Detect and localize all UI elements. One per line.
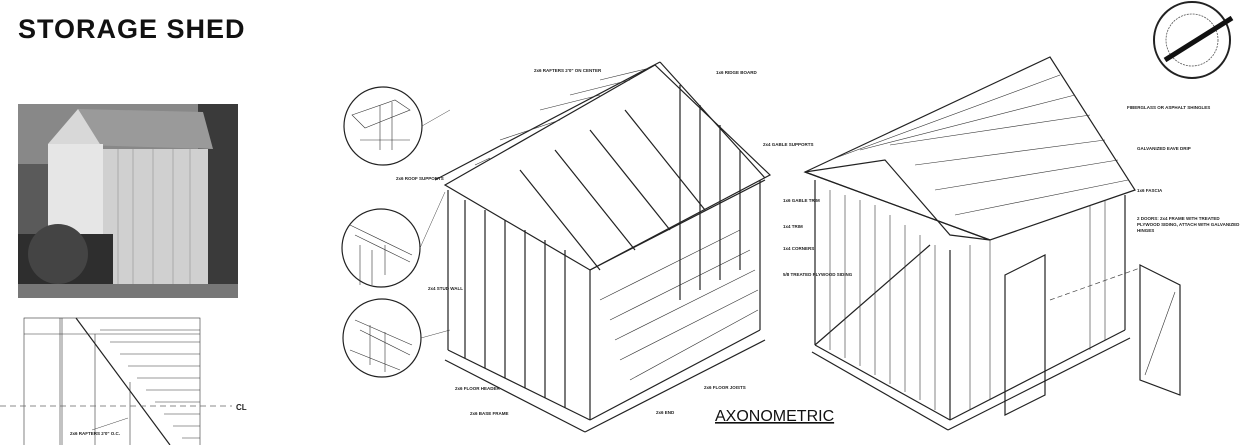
centerline-mark: CL — [236, 403, 247, 412]
label-rafters: 2x6 RAFTERS 2'0" ON CENTER — [534, 68, 602, 73]
detail-circle-base — [342, 298, 451, 378]
southern-pine-logo — [1153, 1, 1234, 79]
detail-circle-eave — [341, 191, 446, 288]
label-end: 2x6 END — [656, 410, 675, 415]
open-door — [1004, 254, 1046, 416]
finished-shed-axonometric: FIBERGLASS OR ASPHALT SHINGLES GALVANIZE… — [783, 56, 1240, 431]
shed-photo — [18, 104, 238, 298]
label-floor-header: 2x6 FLOOR HEADER — [455, 386, 501, 391]
view-label: AXONOMETRIC — [715, 408, 834, 425]
label-eave-drip: GALVANIZED EAVE DRIP — [1137, 146, 1191, 151]
label-gable-trim: 1x6 GABLE TRIM — [783, 198, 820, 203]
label-doors: 2 DOORS: 2x4 FRAME WITH TREATED PLYWOOD … — [1137, 216, 1240, 233]
label-stud-wall: 2x4 STUD WALL — [428, 286, 463, 291]
label-siding: 5/8 TREATED PLYWOOD SIDING — [783, 272, 853, 277]
label-gable-supports: 2x4 GABLE SUPPORTS — [763, 142, 814, 147]
label-base-frame: 2x6 BASE FRAME — [470, 411, 509, 416]
page-title: STORAGE SHED — [18, 14, 246, 44]
label-trim: 1x4 TRIM — [783, 224, 803, 229]
elevation-drawing: CL 2x6 RAFTERS 2'0" O.C. — [0, 317, 247, 445]
label-shingles: FIBERGLASS OR ASPHALT SHINGLES — [1127, 105, 1210, 110]
label-fascia: 1x6 FASCIA — [1137, 188, 1163, 193]
detached-door — [1139, 264, 1181, 396]
label-corners: 1x4 CORNERS — [783, 246, 814, 251]
label-ridge-board: 1x6 RIDGE BOARD — [716, 70, 758, 75]
label-floor-joists: 2x6 FLOOR JOISTS — [704, 385, 746, 390]
detail-circle-ridge — [343, 86, 451, 166]
elevation-label: 2x6 RAFTERS 2'0" O.C. — [70, 431, 120, 436]
framing-axonometric: 2x6 RAFTERS 2'0" ON CENTER 1x6 RIDGE BOA… — [396, 61, 834, 433]
label-roof-supports: 2x6 ROOF SUPPORTS — [396, 176, 444, 181]
